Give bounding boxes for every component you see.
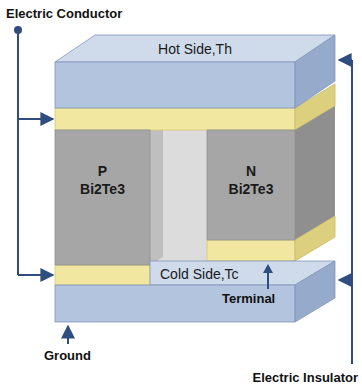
leg-label: N Bi2Te3 xyxy=(229,162,274,198)
leg-side-face xyxy=(150,122,163,265)
bottom-conductor-side xyxy=(295,216,335,261)
shape-face xyxy=(295,35,335,108)
shape-face xyxy=(55,130,150,265)
bottom-conductor xyxy=(207,240,295,261)
p-type-leg-shape xyxy=(55,130,150,265)
leader-arrow xyxy=(339,59,352,61)
hot-side-plate: Hot Side,Th xyxy=(55,35,335,108)
leg-label: P Bi2Te3 xyxy=(80,162,125,198)
cold-side-plate: Cold Side,Tc xyxy=(55,261,335,322)
shape-face xyxy=(55,35,335,62)
shape-face xyxy=(55,285,295,322)
plate-label: Cold Side,Tc xyxy=(160,265,239,283)
shape-face xyxy=(207,130,295,240)
plate-label: Hot Side,Th xyxy=(115,40,275,58)
shape-face xyxy=(55,62,295,108)
leader-arrow xyxy=(267,272,269,289)
p-type-leg: P Bi2Te3 xyxy=(55,130,150,265)
shape-face xyxy=(295,261,335,322)
n-type-leg: N Bi2Te3 xyxy=(207,130,295,240)
part-label: Ground xyxy=(44,348,91,364)
leader-line xyxy=(17,30,19,275)
leader-line xyxy=(351,60,353,364)
arrow-head xyxy=(263,264,273,273)
leader-arrow xyxy=(18,118,53,120)
leader-arrow xyxy=(339,279,352,281)
part-label: Electric Conductor xyxy=(6,6,122,22)
leader-arrow xyxy=(67,326,69,344)
part-label: Electric Insulator xyxy=(253,370,358,386)
bottom-conductor xyxy=(55,265,150,285)
leader-arrow xyxy=(18,274,53,276)
top-conductor xyxy=(55,108,295,130)
